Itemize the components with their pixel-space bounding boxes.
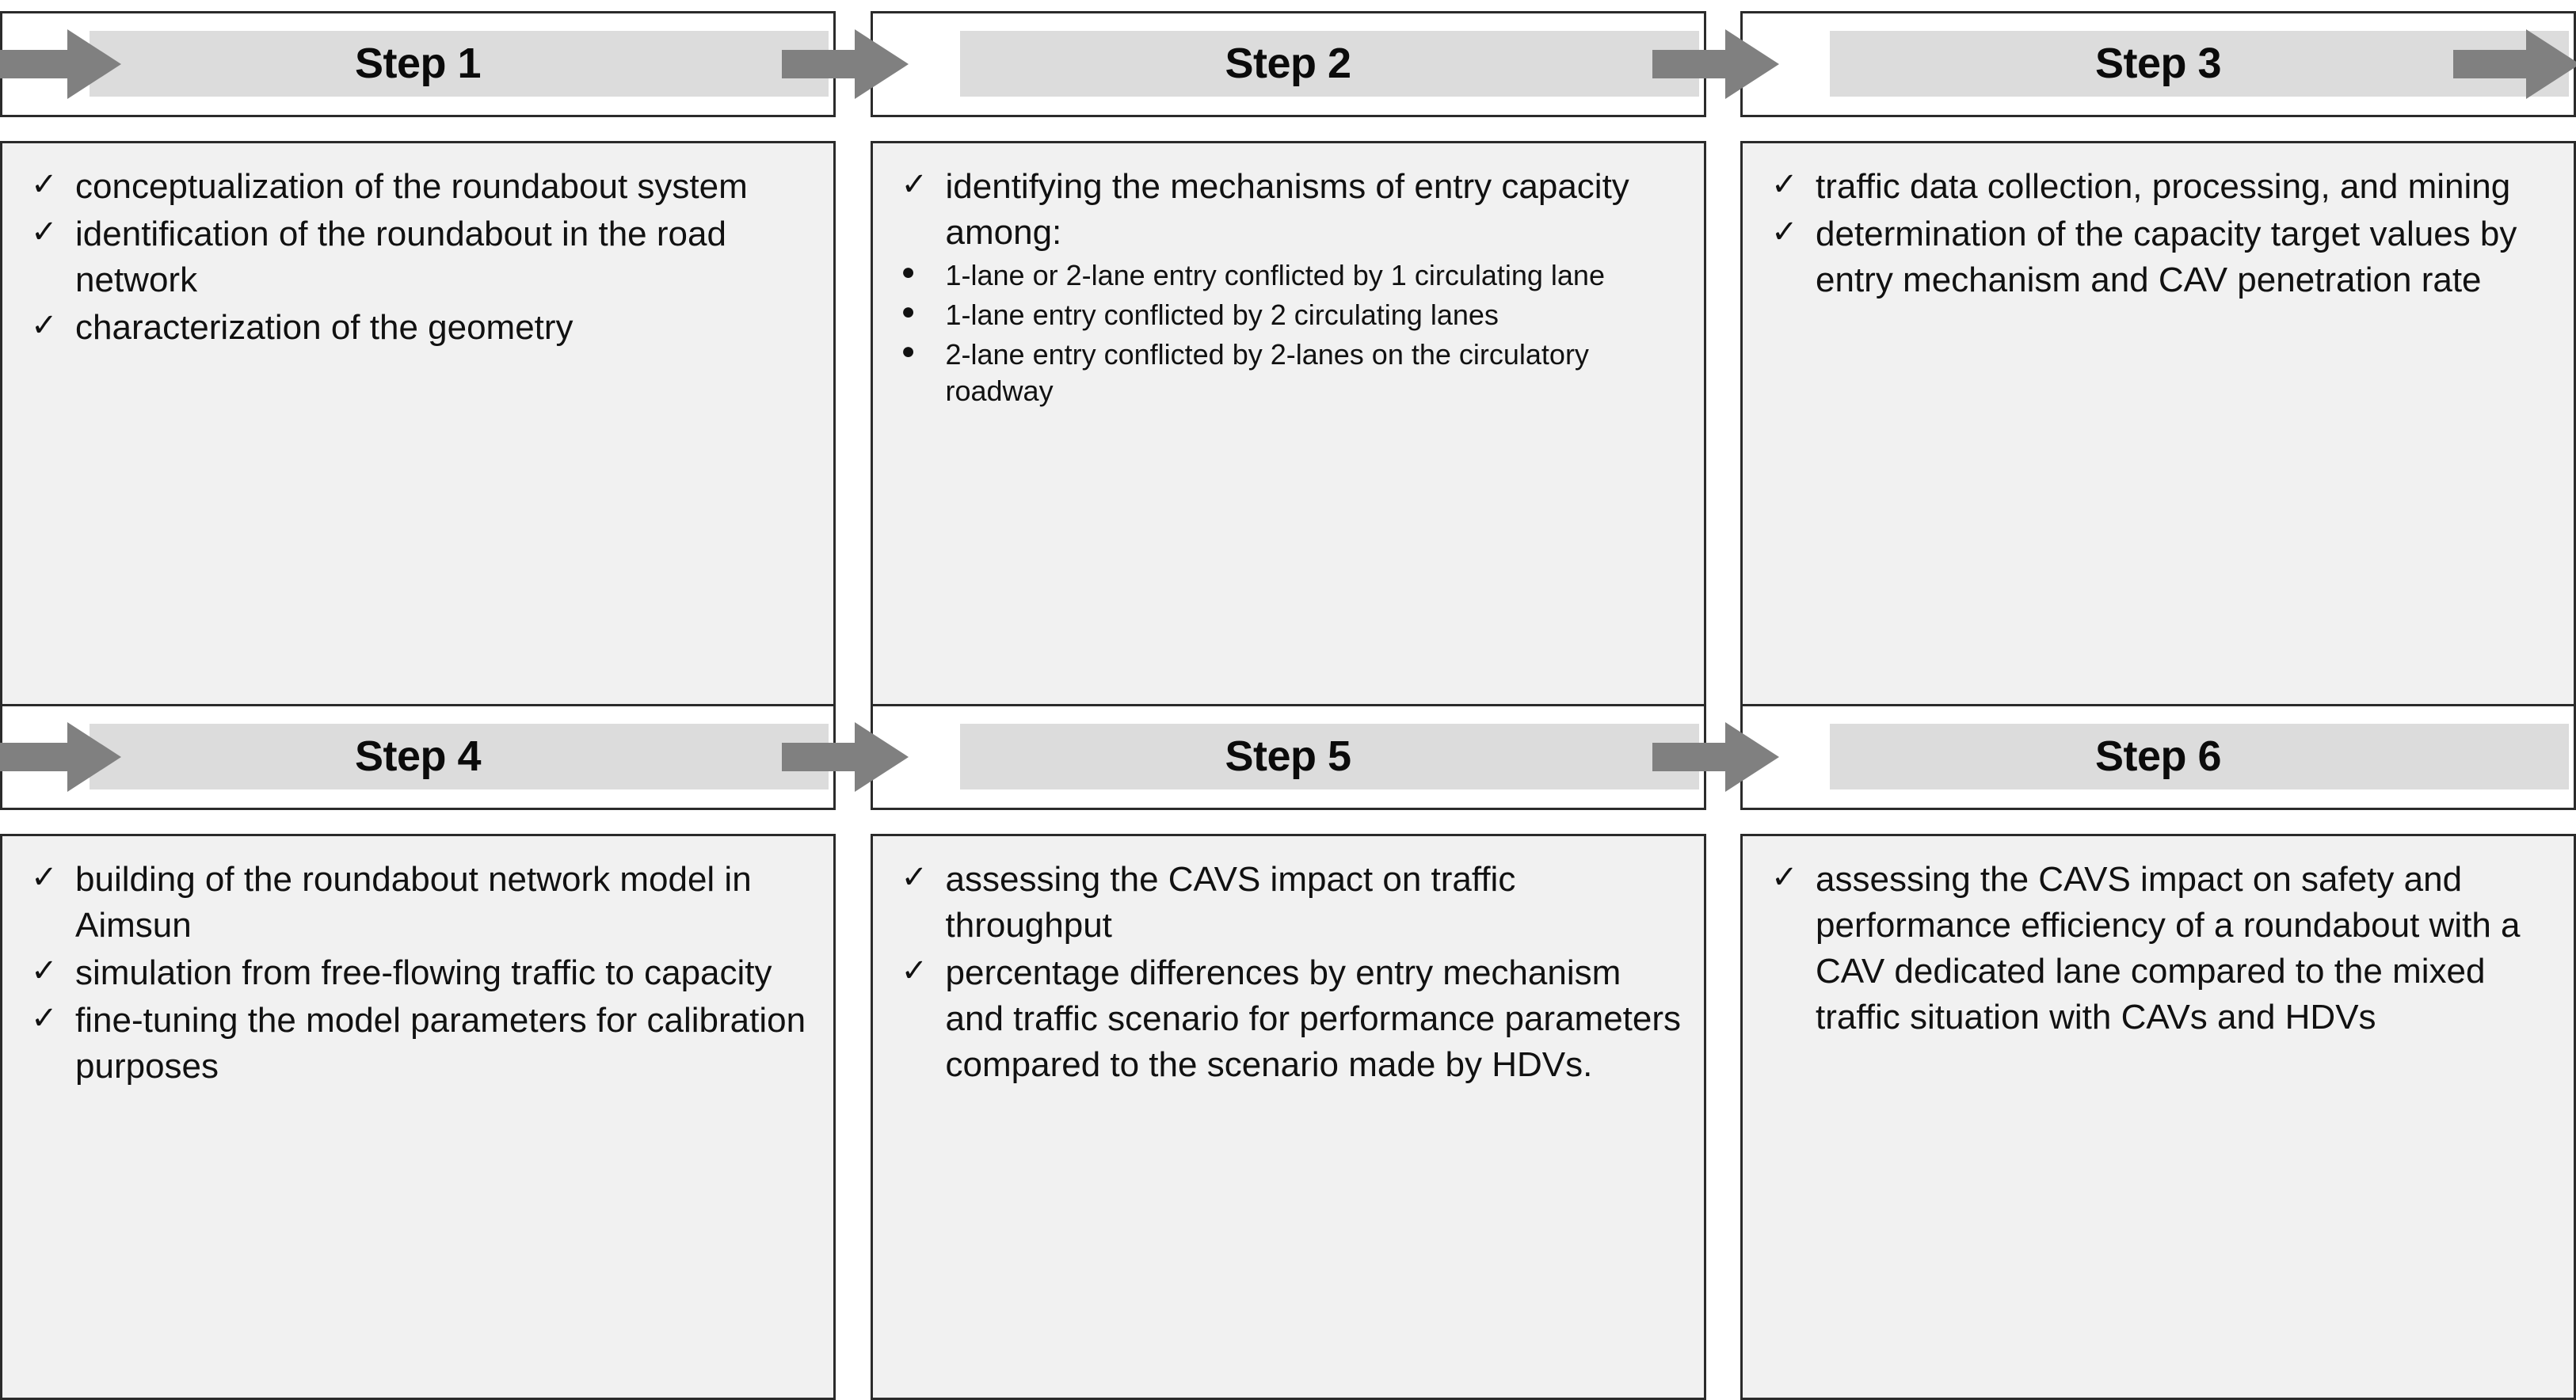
list-item-text: determination of the capacity target val… bbox=[1816, 215, 2517, 300]
step-column-3: Step 3 ✓ traffic data collection, proces… bbox=[1740, 11, 2576, 707]
list-item-text: assessing the CAVS impact on safety and … bbox=[1816, 860, 2521, 1037]
step-column-4: Step 4 ✓ building of the roundabout netw… bbox=[0, 704, 909, 1400]
step-body-3: ✓ traffic data collection, processing, a… bbox=[1740, 141, 2576, 707]
list-item: ✓ identifying the mechanisms of entry ca… bbox=[894, 164, 1683, 256]
step-row-top: Step 1 ✓ conceptualization of the rounda… bbox=[0, 11, 2576, 707]
step-list-6: ✓ assessing the CAVS impact on safety an… bbox=[1763, 857, 2553, 1040]
step-column-2: Step 2 ✓ identifying the mechanisms of e… bbox=[870, 11, 1779, 707]
check-icon: ✓ bbox=[31, 953, 58, 989]
list-item: ✓ conceptualization of the roundabout sy… bbox=[23, 164, 813, 210]
list-item: ● 1-lane or 2-lane entry conflicted by 1… bbox=[894, 257, 1683, 294]
list-item: ● 1-lane entry conflicted by 2 circulati… bbox=[894, 297, 1683, 333]
list-item: ✓ assessing the CAVS impact on traffic t… bbox=[894, 857, 1683, 949]
list-item-text: conceptualization of the roundabout syst… bbox=[75, 167, 748, 206]
step-title-6: Step 6 bbox=[2094, 732, 2222, 780]
list-item-text: characterization of the geometry bbox=[75, 308, 574, 348]
step-title-1: Step 1 bbox=[354, 39, 482, 87]
step-body-2: ✓ identifying the mechanisms of entry ca… bbox=[870, 141, 1706, 707]
list-item-text: simulation from free-flowing traffic to … bbox=[75, 953, 772, 993]
step-body-4: ✓ building of the roundabout network mod… bbox=[0, 834, 836, 1400]
check-icon: ✓ bbox=[1771, 860, 1798, 895]
list-item-text: traffic data collection, processing, and… bbox=[1816, 167, 2511, 206]
step-column-6: Step 6 ✓ assessing the CAVS impact on sa… bbox=[1740, 704, 2576, 1400]
step-list-4: ✓ building of the roundabout network mod… bbox=[23, 857, 813, 1090]
step-column-5: Step 5 ✓ assessing the CAVS impact on tr… bbox=[870, 704, 1779, 1400]
check-icon: ✓ bbox=[31, 1001, 58, 1037]
check-icon: ✓ bbox=[1771, 167, 1798, 202]
step-title-5: Step 5 bbox=[1225, 732, 1351, 780]
list-item-text: 2-lane entry conflicted by 2-lanes on th… bbox=[945, 338, 1589, 408]
list-item: ✓ percentage differences by entry mechan… bbox=[894, 950, 1683, 1088]
step-header-2: Step 2 bbox=[870, 11, 1779, 117]
check-icon: ✓ bbox=[901, 953, 928, 989]
header-band-6 bbox=[1830, 724, 2569, 789]
step-list-1: ✓ conceptualization of the roundabout sy… bbox=[23, 164, 813, 351]
bullet-dot-icon: ● bbox=[901, 259, 916, 286]
step-list-3: ✓ traffic data collection, processing, a… bbox=[1763, 164, 2553, 303]
check-icon: ✓ bbox=[31, 308, 58, 344]
list-item: ✓ assessing the CAVS impact on safety an… bbox=[1763, 857, 2553, 1040]
step-column-1: Step 1 ✓ conceptualization of the rounda… bbox=[0, 11, 909, 707]
header-band-4 bbox=[90, 724, 829, 789]
check-icon: ✓ bbox=[901, 167, 928, 202]
list-item-text: identification of the roundabout in the … bbox=[75, 215, 726, 300]
step-header-3: Step 3 bbox=[1740, 11, 2576, 117]
check-icon: ✓ bbox=[31, 860, 58, 895]
list-item-text: 1-lane entry conflicted by 2 circulating… bbox=[945, 299, 1499, 332]
step-row-bottom: Step 4 ✓ building of the roundabout netw… bbox=[0, 704, 2576, 1400]
step-title-2: Step 2 bbox=[1225, 39, 1351, 87]
list-item-text: fine-tuning the model parameters for cal… bbox=[75, 1001, 806, 1086]
bullet-dot-icon: ● bbox=[901, 338, 916, 365]
header-band-1 bbox=[90, 31, 829, 97]
step-body-5: ✓ assessing the CAVS impact on traffic t… bbox=[870, 834, 1706, 1400]
step-header-1: Step 1 bbox=[0, 11, 909, 117]
list-item-text: building of the roundabout network model… bbox=[75, 860, 752, 945]
list-item: ✓ characterization of the geometry bbox=[23, 305, 813, 351]
step-header-5: Step 5 bbox=[870, 704, 1779, 810]
step-body-6: ✓ assessing the CAVS impact on safety an… bbox=[1740, 834, 2576, 1400]
check-icon: ✓ bbox=[901, 860, 928, 895]
list-item-text: identifying the mechanisms of entry capa… bbox=[945, 167, 1629, 253]
step-list-2: ✓ identifying the mechanisms of entry ca… bbox=[894, 164, 1683, 409]
step-body-1: ✓ conceptualization of the roundabout sy… bbox=[0, 141, 836, 707]
header-band-3 bbox=[1830, 31, 2569, 97]
list-item: ✓ fine-tuning the model parameters for c… bbox=[23, 998, 813, 1090]
list-item: ✓ determination of the capacity target v… bbox=[1763, 211, 2553, 303]
list-item: ● 2-lane entry conflicted by 2-lanes on … bbox=[894, 337, 1683, 409]
step-header-6: Step 6 bbox=[1740, 704, 2576, 810]
list-item: ✓ building of the roundabout network mod… bbox=[23, 857, 813, 949]
list-item: ✓ identification of the roundabout in th… bbox=[23, 211, 813, 303]
list-item-text: assessing the CAVS impact on traffic thr… bbox=[945, 860, 1516, 945]
header-band-5 bbox=[959, 724, 1699, 789]
list-item: ✓ simulation from free-flowing traffic t… bbox=[23, 950, 813, 996]
check-icon: ✓ bbox=[31, 167, 58, 202]
list-item-text: percentage differences by entry mechanis… bbox=[945, 953, 1682, 1085]
step-title-3: Step 3 bbox=[2094, 39, 2222, 87]
step-title-4: Step 4 bbox=[354, 732, 482, 780]
step-header-4: Step 4 bbox=[0, 704, 909, 810]
list-item: ✓ traffic data collection, processing, a… bbox=[1763, 164, 2553, 210]
bullet-dot-icon: ● bbox=[901, 299, 916, 325]
check-icon: ✓ bbox=[1771, 215, 1798, 250]
check-icon: ✓ bbox=[31, 215, 58, 250]
step-list-5: ✓ assessing the CAVS impact on traffic t… bbox=[894, 857, 1683, 1088]
list-item-text: 1-lane or 2-lane entry conflicted by 1 c… bbox=[945, 259, 1605, 292]
header-band-2 bbox=[959, 31, 1699, 97]
